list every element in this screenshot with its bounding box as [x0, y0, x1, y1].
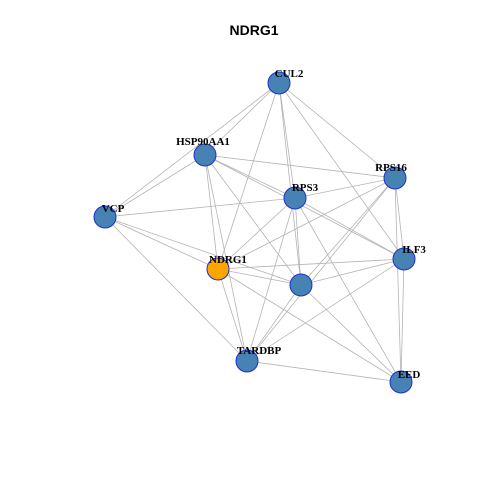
edge-cul2-ilf3	[278, 82, 405, 260]
edge-rps16-rps3	[294, 177, 396, 199]
edge-cul2-rps16	[278, 82, 396, 179]
edge-rps3-ilf3	[294, 197, 405, 260]
edge-hsp90aa1-rps3	[204, 154, 296, 199]
node-label-hsp90aa1: HSP90AA1	[176, 136, 230, 148]
node-circle-cul2[interactable]	[267, 71, 291, 95]
edge-ilf3-tardbp	[246, 258, 405, 362]
node-label-ndrg1: NDRG1	[209, 254, 247, 266]
edge-hsp90aa1-rps16	[204, 154, 396, 179]
edge-rps3-eed	[294, 197, 402, 383]
edge-hsp90aa1-vcp	[104, 154, 206, 218]
node-ndrg1[interactable]: NDRG1	[206, 254, 247, 281]
graph-title: NDRG1	[229, 22, 278, 38]
node-label-tardbp: TARDBP	[237, 345, 282, 357]
edge-vcp-ndrg1	[104, 216, 219, 270]
edge-rps3-vcp	[104, 197, 296, 218]
edge-hsp90aa1-tardbp	[204, 154, 248, 362]
node-circle-rps16[interactable]	[383, 166, 407, 190]
edge-unlabeled-tardbp	[246, 284, 302, 362]
edge-vcp-unlabeled	[104, 216, 302, 286]
edge-hsp90aa1-ndrg1	[204, 154, 219, 270]
node-circle-unlabeled[interactable]	[289, 273, 313, 297]
node-label-rps3: RPS3	[292, 182, 319, 194]
node-rps16[interactable]: RPS16	[375, 162, 407, 190]
node-cul2[interactable]: CUL2	[267, 68, 304, 95]
edge-layer	[104, 82, 405, 383]
edge-ilf3-ndrg1	[217, 258, 405, 270]
node-unlabeled[interactable]	[289, 273, 313, 297]
edge-unlabeled-eed	[300, 284, 402, 383]
node-tardbp[interactable]: TARDBP	[235, 345, 282, 373]
edge-tardbp-eed	[246, 360, 402, 383]
edge-rps16-unlabeled	[300, 177, 396, 286]
edge-hsp90aa1-unlabeled	[204, 154, 302, 286]
edge-cul2-vcp	[104, 82, 280, 218]
node-circle-rps3[interactable]	[283, 186, 307, 210]
edge-rps16-ilf3	[394, 177, 405, 260]
edge-hsp90aa1-ilf3	[204, 154, 405, 260]
edge-vcp-tardbp	[104, 216, 248, 362]
node-circle-vcp[interactable]	[93, 205, 117, 229]
edge-ndrg1-eed	[217, 268, 402, 383]
edge-cul2-hsp90aa1	[204, 82, 280, 156]
node-label-cul2: CUL2	[275, 68, 304, 80]
node-rps3[interactable]: RPS3	[283, 182, 319, 210]
edge-rps3-unlabeled	[294, 197, 302, 286]
node-eed[interactable]: EED	[389, 369, 421, 394]
node-hsp90aa1[interactable]: HSP90AA1	[176, 136, 230, 167]
node-ilf3[interactable]: ILF3	[392, 244, 426, 271]
node-circle-tardbp[interactable]	[235, 349, 259, 373]
node-vcp[interactable]: VCP	[93, 203, 125, 229]
edge-ndrg1-tardbp	[217, 268, 248, 362]
node-label-rps16: RPS16	[375, 162, 407, 174]
edge-rps16-ndrg1	[217, 177, 396, 270]
node-label-eed: EED	[398, 369, 421, 381]
edge-ilf3-unlabeled	[300, 258, 405, 286]
edge-cul2-rps3	[278, 82, 296, 199]
node-circle-hsp90aa1[interactable]	[193, 143, 217, 167]
node-circle-eed[interactable]	[389, 370, 413, 394]
node-label-vcp: VCP	[102, 203, 125, 215]
edge-rps3-ndrg1	[217, 197, 296, 270]
node-label-ilf3: ILF3	[402, 244, 426, 256]
edge-ndrg1-unlabeled	[217, 268, 302, 286]
edge-rps16-eed	[394, 177, 402, 383]
edge-ilf3-eed	[400, 258, 405, 383]
edge-rps16-tardbp	[246, 177, 396, 362]
edge-cul2-unlabeled	[278, 82, 302, 286]
node-circle-ilf3[interactable]	[392, 247, 416, 271]
node-circle-ndrg1[interactable]	[206, 257, 230, 281]
